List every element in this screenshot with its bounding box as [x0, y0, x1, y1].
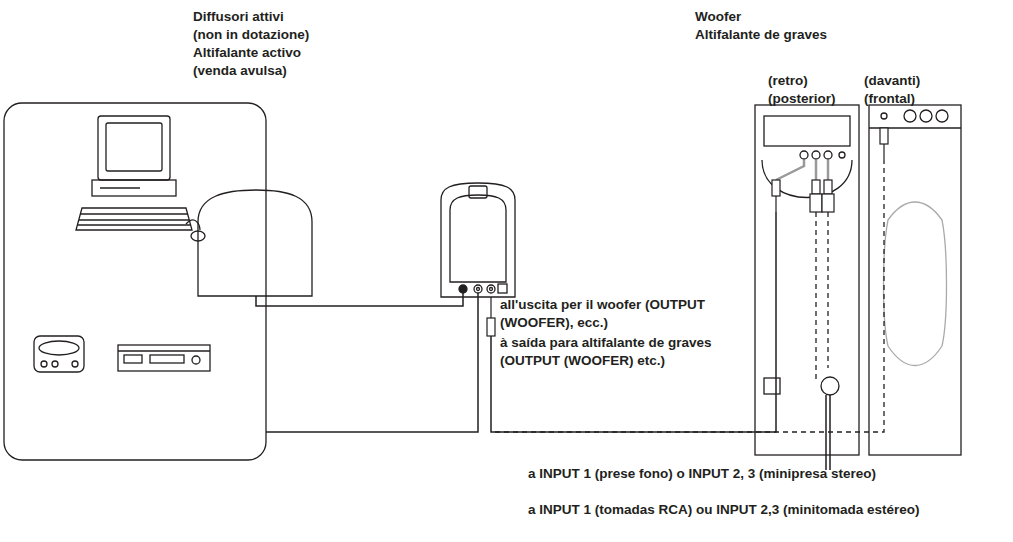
output-note: à saída para altifalante de graves (OUTP… [500, 334, 715, 370]
view-label: (retro) [768, 72, 808, 90]
input-note: a INPUT 1 (prese fono) o INPUT 2, 3 (min… [528, 465, 968, 483]
stereo-deck-icon [118, 345, 210, 371]
speaker-note: (venda avulsa) [193, 62, 287, 80]
view-label: (davanti) [864, 72, 920, 90]
cd-player-icon [34, 336, 84, 372]
woofer-heading: Woofer [695, 8, 741, 26]
active-speaker-back [441, 183, 515, 297]
active-speaker-front [198, 190, 312, 296]
view-label: (frontal) [864, 90, 915, 108]
woofer-rear [755, 105, 859, 455]
computer-icon [76, 116, 205, 241]
source-panel [4, 103, 266, 460]
speaker-heading: Altifalante activo [193, 44, 301, 62]
speaker-heading: Diffusori attivi [193, 8, 284, 26]
alt-cables [495, 160, 884, 432]
woofer-front [869, 105, 961, 455]
port-lines [776, 160, 828, 180]
cables [256, 212, 830, 470]
speaker-note: (non in dotazione) [193, 26, 309, 44]
woofer-heading: Altifalante de graves [695, 26, 827, 44]
view-label: (posterior) [768, 90, 836, 108]
input-note: a INPUT 1 (tomadas RCA) ou INPUT 2,3 (mi… [528, 501, 998, 519]
output-note: all'uscita per il woofer (OUTPUT (WOOFER… [500, 296, 715, 332]
